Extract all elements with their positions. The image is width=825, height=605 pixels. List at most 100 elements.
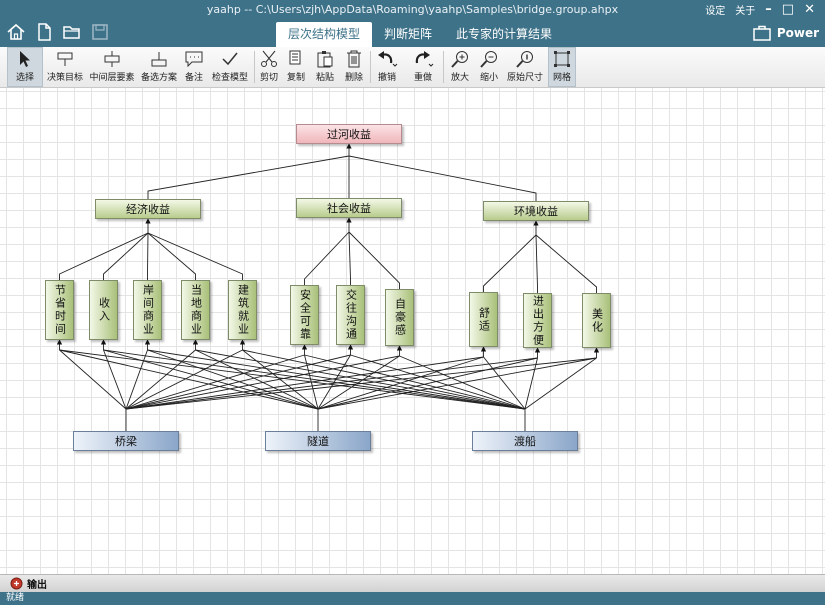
toolbar-divider (254, 51, 255, 83)
toolbar-divider (370, 51, 371, 83)
original-size-button[interactable]: 原始尺寸 (505, 48, 545, 86)
home-icon[interactable] (6, 22, 26, 42)
note-tool-button[interactable]: 备注 (182, 48, 206, 86)
quick-access-toolbar (6, 22, 110, 42)
title-bar: yaahp -- C:\Users\zjh\AppData\Roaming\ya… (0, 0, 825, 47)
paste-label: 粘贴 (315, 73, 334, 83)
briefcase-icon (753, 25, 771, 41)
select-tool-button[interactable]: 选择 (7, 47, 43, 87)
connector-line (147, 349, 526, 410)
connector-line (125, 349, 196, 410)
trash-icon (347, 50, 361, 68)
subcriterion-node[interactable]: 岸间商业 (133, 280, 162, 340)
connector-line (348, 231, 351, 285)
new-file-icon[interactable] (34, 22, 54, 42)
redo-button[interactable]: 重做 (410, 48, 436, 86)
output-panel-header[interactable]: 输出 (0, 574, 825, 592)
connector-line (524, 357, 597, 410)
tab-judgment-matrix[interactable]: 判断矩阵 (384, 27, 433, 41)
criterion-node-economic[interactable]: 经济收益 (95, 199, 201, 219)
paste-button[interactable]: 粘贴 (314, 48, 336, 86)
select-tool-label: 选择 (15, 73, 34, 83)
alternative-tool-label: 备选方案 (140, 73, 177, 83)
note-icon (185, 51, 203, 68)
redo-label: 重做 (413, 73, 432, 83)
connector-line (59, 349, 526, 410)
checkmark-icon (222, 52, 238, 66)
subcriterion-node[interactable]: 进出方便 (523, 293, 552, 348)
connector-line (350, 354, 526, 410)
subcriterion-node[interactable]: 美化 (582, 293, 611, 348)
about-link[interactable]: 关于 (735, 6, 756, 17)
model-canvas[interactable]: 过河收益 经济收益 社会收益 环境收益 节省时间 收入 岸间商业 当地商业 建筑… (0, 88, 825, 574)
minimize-icon[interactable]: – (765, 2, 772, 17)
middle-tool-button[interactable]: 中间层要素 (89, 48, 135, 86)
connector-line (147, 155, 350, 199)
power-label: Power (776, 26, 819, 40)
connector-line (483, 234, 537, 292)
save-icon[interactable] (90, 22, 110, 42)
connector-line (483, 356, 526, 410)
zoom-out-button[interactable]: 缩小 (477, 48, 501, 86)
check-model-label: 检查模型 (211, 73, 248, 83)
connector-line (317, 355, 400, 410)
copy-label: 复制 (286, 73, 305, 83)
check-model-button[interactable]: 检查模型 (210, 48, 250, 86)
connector-line (59, 349, 319, 410)
original-size-label: 原始尺寸 (506, 73, 543, 83)
alternative-node-ferry[interactable]: 渡船 (472, 431, 578, 451)
subcriterion-node[interactable]: 当地商业 (181, 280, 210, 340)
scissors-icon (261, 50, 277, 67)
note-tool-label: 备注 (184, 73, 203, 83)
status-text: 就绪 (6, 593, 25, 603)
connector-line (59, 349, 127, 410)
close-icon[interactable]: ✕ (804, 2, 815, 17)
ribbon-toolbar: 选择 决策目标 中间层要素 备选方案 备注 检查模型 剪切 复制 粘贴 删除 撤… (0, 47, 825, 88)
toolbar-divider (443, 51, 444, 83)
zoom-in-button[interactable]: 放大 (448, 48, 472, 86)
maximize-icon[interactable]: □ (781, 2, 795, 17)
cursor-icon (20, 51, 30, 67)
goal-tool-label: 决策目标 (46, 73, 83, 83)
connector-line (535, 234, 538, 293)
subcriterion-node[interactable]: 舒适 (469, 292, 498, 347)
power-badge[interactable]: Power (753, 25, 819, 41)
delete-button[interactable]: 删除 (343, 48, 365, 86)
subcriterion-node[interactable]: 节省时间 (45, 280, 74, 340)
goal-node-icon (57, 52, 73, 66)
open-folder-icon[interactable] (62, 22, 82, 42)
criterion-node-environment[interactable]: 环境收益 (483, 201, 589, 221)
subcriterion-node[interactable]: 交往沟通 (336, 285, 365, 345)
goal-node[interactable]: 过河收益 (296, 124, 402, 144)
tab-hierarchy-model[interactable]: 层次结构模型 (276, 22, 373, 47)
copy-button[interactable]: 复制 (285, 48, 307, 86)
connector-line (195, 349, 526, 410)
connector-line (304, 231, 350, 285)
connector-line (317, 357, 538, 410)
subcriterion-node[interactable]: 收入 (89, 280, 118, 340)
criterion-node-social[interactable]: 社会收益 (296, 198, 402, 218)
alternative-tool-button[interactable]: 备选方案 (139, 48, 179, 86)
connector-line (242, 349, 319, 410)
subcriterion-node[interactable]: 建筑就业 (228, 280, 257, 340)
middle-node-icon (104, 51, 120, 67)
undo-label: 撤销 (377, 73, 396, 83)
tab-expert-results[interactable]: 此专家的计算结果 (456, 27, 553, 41)
connector-line (147, 232, 243, 280)
cut-button[interactable]: 剪切 (258, 48, 280, 86)
connector-line (125, 349, 148, 410)
alternative-node-tunnel[interactable]: 隧道 (265, 431, 371, 451)
undo-button[interactable]: 撤销 (374, 48, 400, 86)
zoom-reset-icon (516, 51, 533, 68)
subcriterion-node[interactable]: 安全可靠 (290, 285, 319, 345)
settings-link[interactable]: 设定 (705, 6, 726, 17)
zoom-out-icon (480, 51, 497, 68)
main-tabs: 层次结构模型 判断矩阵 此专家的计算结果 (276, 22, 564, 47)
goal-tool-button[interactable]: 决策目标 (45, 48, 85, 86)
window-title: yaahp -- C:\Users\zjh\AppData\Roaming\ya… (206, 3, 619, 16)
alternative-node-icon (151, 52, 167, 67)
subcriterion-node[interactable]: 自豪感 (385, 289, 414, 346)
alternative-node-bridge[interactable]: 桥梁 (73, 431, 179, 451)
connector-line (348, 231, 400, 289)
grid-toggle-button[interactable]: 网格 (548, 47, 576, 87)
